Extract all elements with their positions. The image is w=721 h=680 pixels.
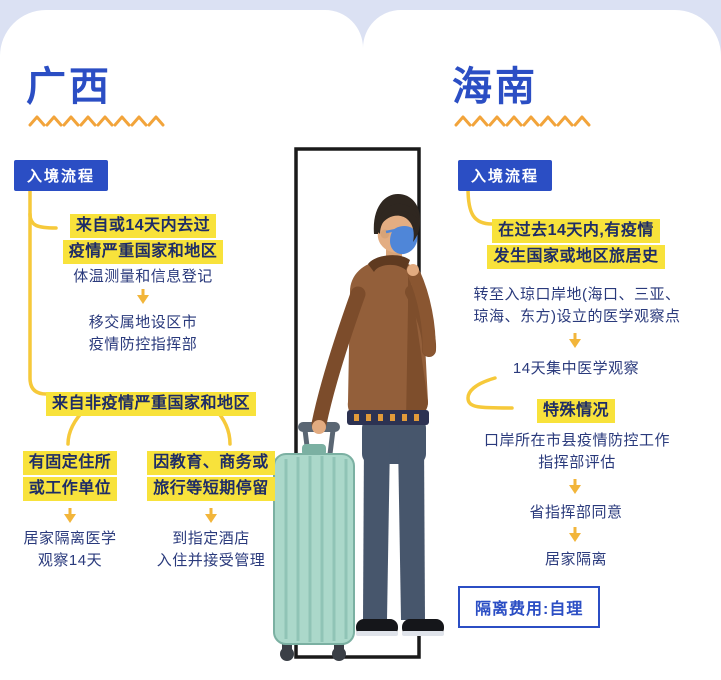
traveler-figure-icon [311, 194, 444, 636]
hainan-case1-tag: 在过去14天内,有疫情 发生国家或地区旅居史 [458, 218, 694, 270]
hainan-step-home-quarantine: 居家隔离 [544, 551, 607, 568]
hainan-step-observation: 14天集中医学观察 [512, 360, 640, 377]
guangxi-branch-residence: 有固定住所 或工作单位 居家隔离医学 观察14天 [6, 450, 134, 572]
highlight-line: 或工作单位 [22, 477, 118, 501]
zigzag-underline-icon [454, 115, 591, 127]
guangxi-step-temperature: 体温测量和信息登记 [73, 268, 213, 285]
entry-process-badge-guangxi: 入境流程 [14, 160, 109, 191]
traveler-illustration [273, 147, 444, 661]
highlight-line: 来自或14天内去过 [69, 214, 217, 238]
region-title-hainan: 海南 [452, 65, 538, 109]
region-title-guangxi: 广西 [26, 65, 112, 109]
highlight-line: 在过去14天内,有疫情 [492, 219, 660, 243]
hainan-step-assessment: 口岸所在市县疫情防控工作 指挥部评估 [483, 432, 670, 471]
arrow-down-icon [64, 508, 76, 523]
suitcase-icon [273, 422, 355, 661]
entry-process-badge-hainan: 入境流程 [458, 160, 553, 191]
arrow-down-icon [137, 289, 149, 304]
highlight-line: 来自非疫情严重国家和地区 [45, 392, 256, 416]
arrow-down-icon [569, 479, 581, 494]
zigzag-underline-icon [28, 115, 165, 127]
arrow-down-icon [569, 527, 581, 542]
hainan-special-tag: 特殊情况 [458, 398, 694, 424]
highlight-line: 特殊情况 [536, 399, 615, 423]
arrow-down-icon [205, 508, 217, 523]
guangxi-case1-tag: 来自或14天内去过 疫情严重国家和地区 [30, 213, 256, 265]
highlight-line: 疫情严重国家和地区 [62, 240, 224, 264]
arrow-down-icon [569, 333, 581, 348]
highlight-line: 因教育、商务或 [147, 451, 275, 475]
highlight-line: 旅行等短期停留 [147, 477, 275, 501]
hainan-step-approval: 省指挥部同意 [529, 504, 623, 521]
guangxi-case2-tag: 来自非疫情严重国家和地区 [20, 391, 282, 417]
highlight-line: 发生国家或地区旅居史 [487, 245, 665, 269]
flow-connector-right-icon [466, 186, 514, 410]
hainan-step-transfer: 转至入琼口岸地(海口、三亚、 琼海、东方)设立的医学观察点 [473, 286, 681, 325]
fee-note-box: 隔离费用:自理 [458, 586, 601, 628]
guangxi-step-transfer: 移交属地设区市 疫情防控指挥部 [88, 314, 198, 353]
guangxi-branch-shortstay: 因教育、商务或 旅行等短期停留 到指定酒店 入住并接受管理 [138, 450, 284, 572]
highlight-line: 有固定住所 [22, 451, 118, 475]
